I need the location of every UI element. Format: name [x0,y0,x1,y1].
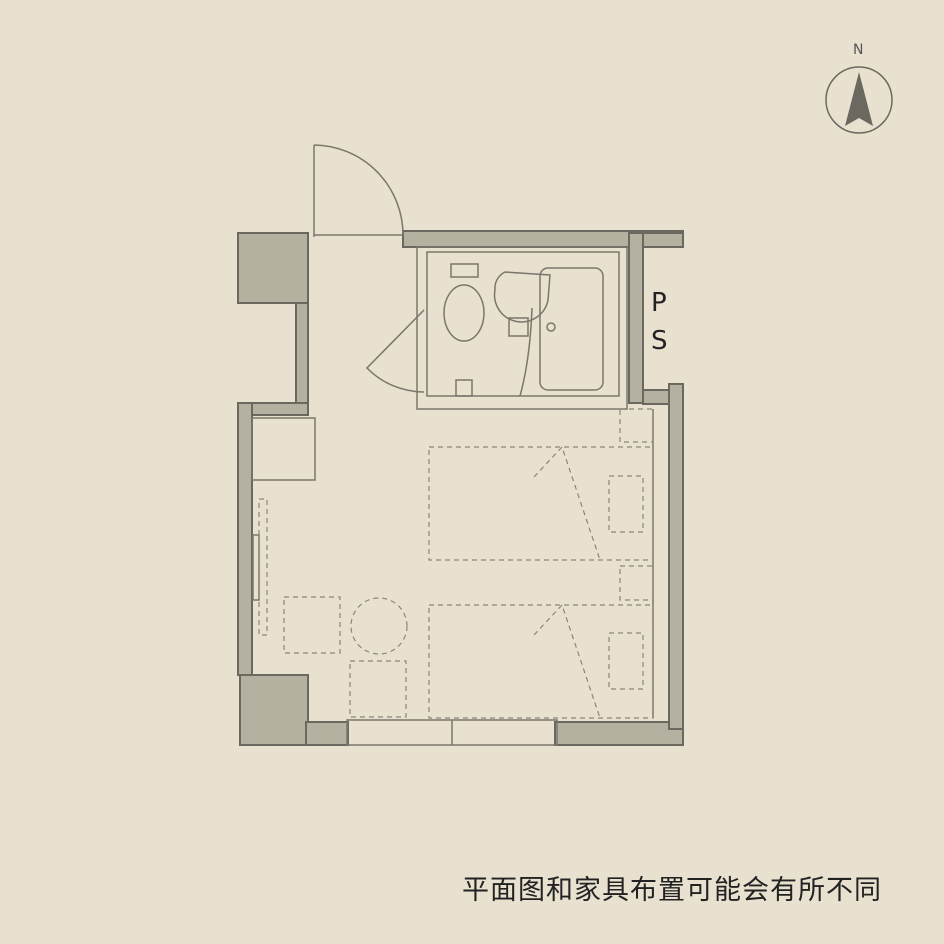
bed-2-blanket [533,603,601,719]
pipe-space-label-s: S [651,326,668,356]
entry-door [313,144,404,237]
shelf [258,498,268,636]
nightstand-2 [619,565,654,601]
pipe-space-label-p: P [651,288,667,318]
nightstand-1 [619,408,654,443]
pillow-2 [608,632,644,690]
bathroom-unit [365,246,628,410]
bed-1-blanket [533,445,601,561]
bed-1 [428,446,654,561]
pillow-1 [608,475,644,533]
chair [283,596,341,654]
disclaimer-note: 平面图和家具布置可能会有所不同 [462,875,882,906]
exterior-walls [237,230,684,746]
room-interior [251,409,654,746]
side-table [349,660,407,718]
north-arrow-icon [825,66,893,134]
north-label: N [853,42,864,58]
furniture-layout [258,408,654,719]
round-table [350,597,408,655]
bed-2 [428,604,654,719]
